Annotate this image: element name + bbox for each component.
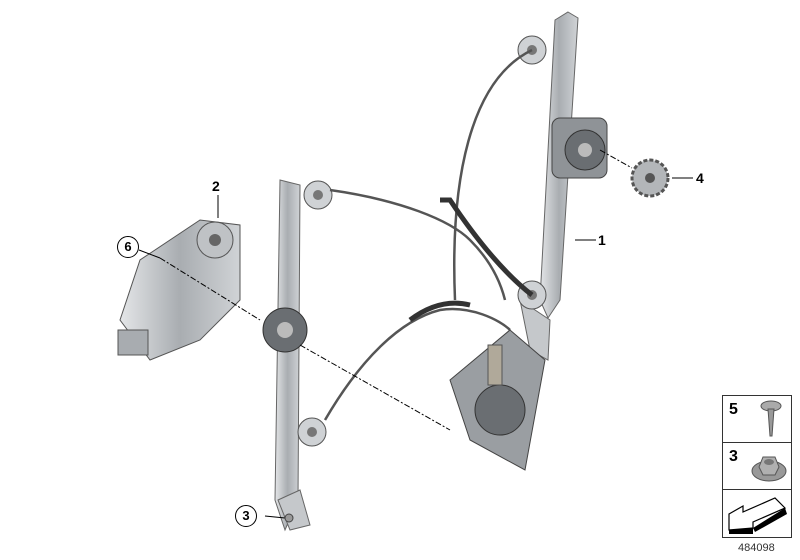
callout-part-3: 3 — [235, 505, 257, 527]
window-regulator-front — [262, 179, 546, 532]
window-regulator-rear — [440, 11, 608, 361]
sprocket-gear — [630, 158, 670, 198]
legend-item-arrow — [723, 490, 791, 537]
callout-part-2: 2 — [212, 178, 220, 194]
callout-part-4: 4 — [696, 170, 704, 186]
legend-number: 5 — [729, 401, 738, 418]
callout-part-6: 6 — [117, 236, 139, 258]
hex-flange-nut-icon — [751, 456, 787, 482]
screw-icon — [760, 400, 782, 437]
legend-item-screw: 5 — [723, 396, 791, 443]
legend-item-nut: 3 — [723, 443, 791, 490]
window-motor — [117, 219, 241, 361]
legend-number: 3 — [729, 448, 738, 465]
callout-part-1: 1 — [598, 232, 606, 248]
arrow-direction-icon — [728, 497, 787, 534]
parts-legend: 5 3 — [722, 395, 792, 538]
image-id: 484098 — [738, 542, 775, 554]
